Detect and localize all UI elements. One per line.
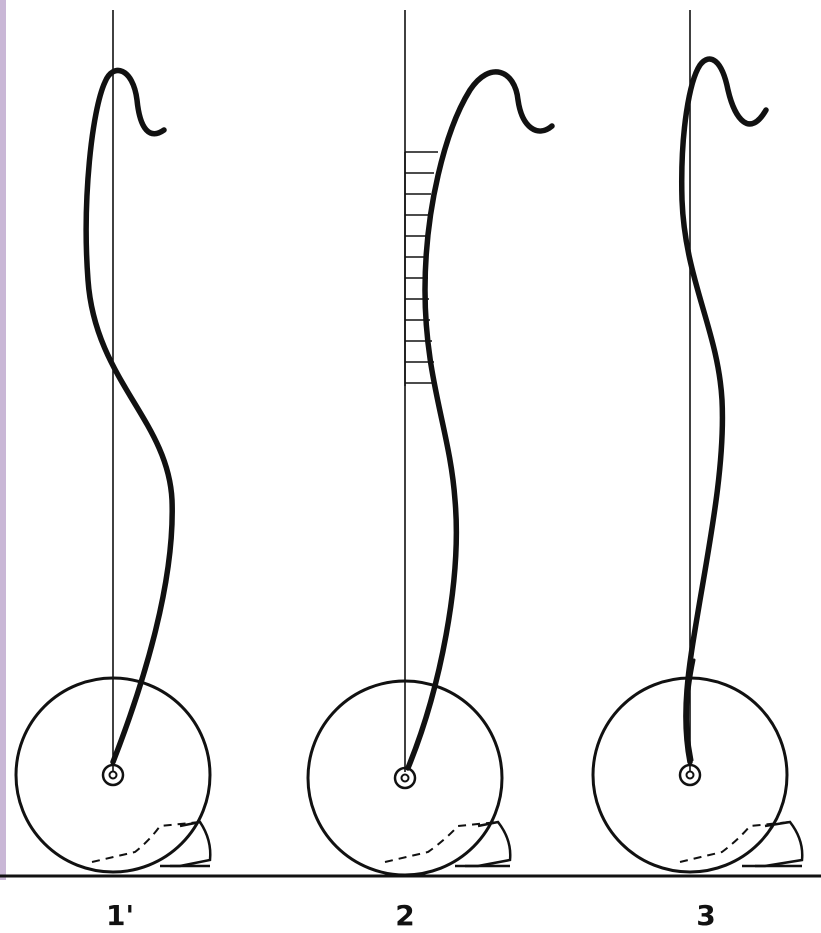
spine-curve [86,70,172,762]
panel-label-3: 3 [696,899,715,932]
spine-curve [408,72,552,768]
wheel-hub-inner [687,772,694,779]
wheel-hub-inner [402,775,409,782]
wheel-hub-inner [110,772,117,779]
panel-2 [308,10,552,875]
panel-label-2: 2 [395,899,414,932]
panel-3 [593,10,802,872]
spine-curve [682,59,766,762]
foot-dashed [680,822,790,862]
foot-outline [160,822,210,866]
panel-1 [16,10,210,872]
foot-outline [455,822,510,866]
foot-dashed [385,822,498,862]
panel-label-1: 1' [106,899,134,932]
left-border-strip [0,0,6,880]
